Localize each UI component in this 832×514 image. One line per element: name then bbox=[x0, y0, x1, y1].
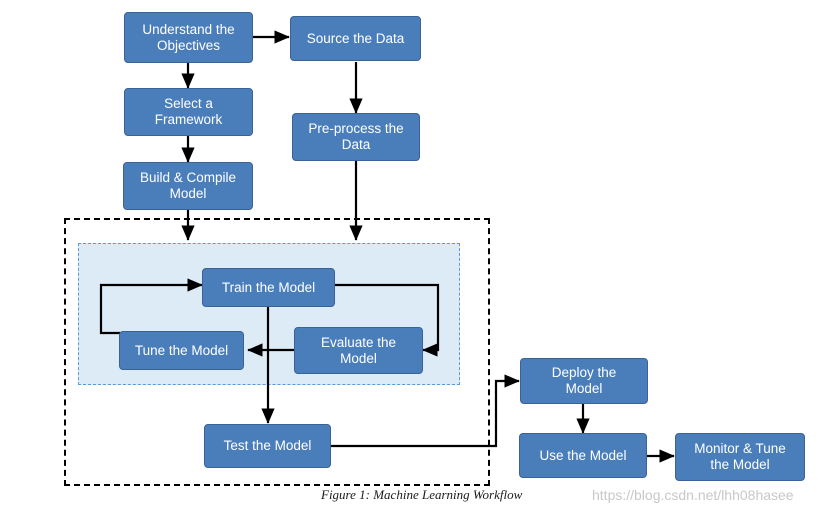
node-deploy-the-model[interactable]: Deploy the Model bbox=[520, 358, 648, 404]
node-build-compile-model[interactable]: Build & Compile Model bbox=[123, 162, 253, 210]
node-test-the-model[interactable]: Test the Model bbox=[204, 424, 331, 468]
node-tune-the-model[interactable]: Tune the Model bbox=[119, 331, 244, 370]
training-phase-container bbox=[64, 218, 490, 486]
node-pre-process-the-data[interactable]: Pre-process the Data bbox=[292, 113, 420, 161]
node-understand-objectives[interactable]: Understand the Objectives bbox=[124, 12, 253, 63]
node-evaluate-the-model[interactable]: Evaluate the Model bbox=[294, 327, 423, 374]
node-train-the-model[interactable]: Train the Model bbox=[202, 268, 335, 307]
node-monitor-tune-the-model[interactable]: Monitor & Tune the Model bbox=[675, 433, 805, 481]
watermark-text: https://blog.csdn.net/lhh08hasee bbox=[592, 487, 794, 503]
node-source-the-data[interactable]: Source the Data bbox=[290, 16, 421, 61]
figure-caption: Figure 1: Machine Learning Workflow bbox=[321, 487, 523, 502]
node-select-a-framework[interactable]: Select a Framework bbox=[124, 88, 253, 136]
node-use-the-model[interactable]: Use the Model bbox=[519, 433, 647, 478]
